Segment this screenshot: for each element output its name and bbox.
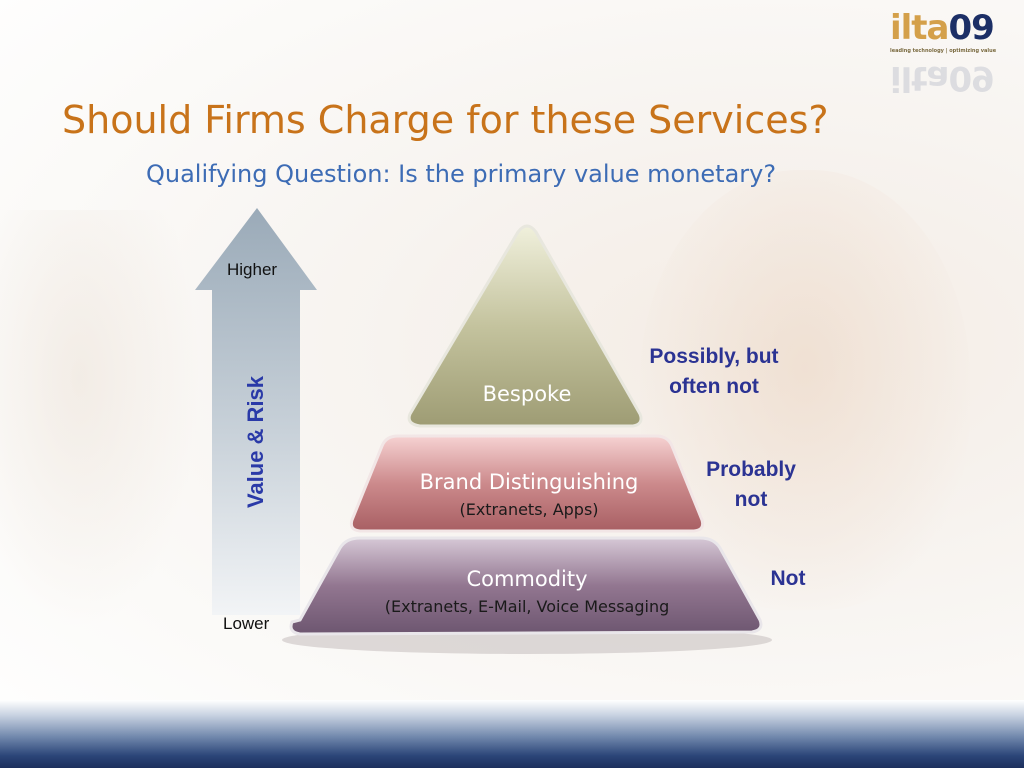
answer-bespoke: Possibly, but often not [649, 345, 779, 398]
slide-subtitle: Qualifying Question: Is the primary valu… [146, 160, 777, 188]
tier-brand-detail: (Extranets, Apps) [459, 500, 599, 519]
tier-brand-label: Brand Distinguishing [419, 470, 639, 494]
tier-bespoke-shape [407, 224, 643, 428]
tier-bespoke-label: Bespoke [482, 382, 572, 406]
logo-wordmark: ilta09 [890, 8, 995, 48]
background-photo-figure [0, 210, 200, 630]
logo-tagline: leading technology | optimizing value [890, 48, 997, 54]
axis-top-label: Higher [227, 260, 278, 279]
tier-commodity-label: Commodity [466, 567, 588, 591]
answer-commodity: Not [770, 567, 806, 590]
ilta09-logo: ilta09 leading technology | optimizing v… [890, 8, 1010, 98]
tier-commodity-detail: (Extranets, E-Mail, Voice Messaging [384, 597, 670, 616]
tier-brand-shape [349, 434, 705, 533]
footer-band [0, 700, 1024, 768]
tier-commodity-shape [289, 536, 763, 636]
axis-bottom-label: Lower [223, 614, 270, 633]
slide-title: Should Firms Charge for these Services? [62, 98, 829, 142]
answer-brand: Probably not [706, 458, 796, 511]
arrow-shape [195, 208, 317, 615]
value-risk-arrow [195, 208, 317, 615]
